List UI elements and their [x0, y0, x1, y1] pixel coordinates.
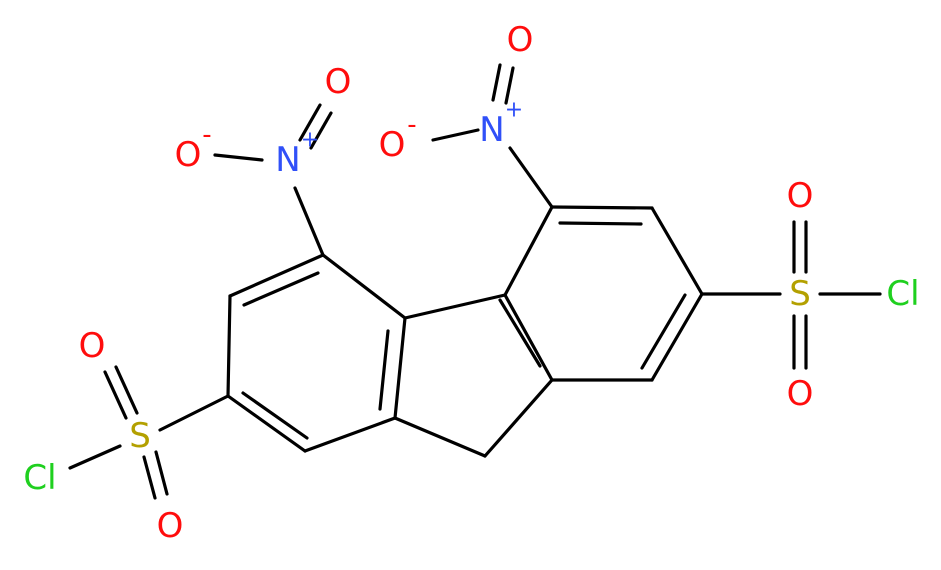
bond — [213, 153, 264, 162]
bond-inner — [242, 271, 320, 307]
bond — [114, 365, 139, 415]
oxygen-atom-label: O — [325, 62, 352, 102]
chlorine-atom-label: Cl — [886, 274, 919, 314]
bond — [68, 444, 122, 470]
bond-inner — [640, 293, 687, 370]
bond — [103, 370, 128, 420]
bond — [142, 455, 157, 500]
bond — [393, 316, 407, 420]
bond — [508, 146, 554, 209]
oxygen-atom-label: O — [379, 125, 406, 165]
bond — [298, 103, 322, 142]
oxygen-atom-label: O — [79, 326, 106, 366]
sulfur-atom-label: S — [129, 416, 151, 456]
bond-inner — [241, 391, 309, 440]
bond — [228, 253, 325, 298]
bond — [226, 394, 307, 453]
positive-charge-label: + — [505, 98, 523, 123]
bond — [309, 111, 333, 150]
nitrogen-atom-label: N — [479, 110, 504, 150]
bond-inner — [378, 329, 390, 411]
bonds — [68, 63, 882, 500]
negative-charge-label: - — [202, 120, 211, 150]
nitrogen-atom-label: N — [275, 140, 300, 180]
bond — [431, 128, 480, 142]
bond — [491, 63, 502, 102]
bond — [503, 293, 554, 382]
bond — [226, 294, 232, 398]
oxygen-atom-label: O — [157, 506, 184, 546]
bond — [650, 206, 704, 296]
bond — [650, 292, 704, 382]
oxygen-atom-label: O — [787, 374, 814, 414]
bond — [393, 416, 487, 458]
bond — [303, 416, 397, 453]
bond — [550, 205, 654, 210]
bond — [321, 253, 407, 320]
negative-charge-label: - — [407, 110, 416, 140]
bond — [483, 378, 554, 458]
positive-charge-label: + — [301, 128, 319, 153]
oxygen-atom-label: O — [175, 135, 202, 175]
bond — [158, 394, 230, 432]
bond — [503, 205, 554, 297]
bond — [293, 186, 325, 257]
oxygen-atom-label: O — [787, 176, 814, 216]
sulfur-atom-label: S — [789, 274, 811, 314]
bond — [504, 66, 515, 105]
bond-inner — [498, 298, 542, 368]
bond — [154, 450, 169, 496]
chlorine-atom-label: Cl — [23, 458, 56, 498]
bond — [403, 293, 507, 320]
atom-labels: O N + O - O N + O - O S Cl O O S Cl O — [23, 20, 919, 546]
oxygen-atom-label: O — [507, 20, 534, 60]
bond-inner — [558, 221, 643, 226]
